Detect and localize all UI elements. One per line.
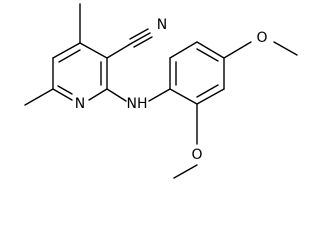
nitrile-n-label: N [157, 17, 167, 33]
molecule-canvas: N N NH O O [24, 3, 298, 179]
bond-c4-c3 [79, 42, 108, 59]
bond-c6-methyl [24, 88, 54, 106]
bond-n1-c6 [52, 88, 73, 101]
bond-c3-cn [106, 42, 133, 59]
bond-ar-c3-c4-inner [196, 48, 219, 62]
bond-ar-c3-c4 [196, 41, 225, 59]
bond-ar-c5-c6 [196, 88, 225, 105]
bond-nitrile-triple-2 [129, 28, 149, 40]
bond-nitrile-triple-1 [131, 32, 151, 44]
methoxy-top-o-label: O [256, 30, 267, 46]
bond-c2-nh [106, 88, 127, 102]
bond-o-me-top [273, 41, 298, 56]
chemical-structure-diagram: N N NH O O [24, 3, 298, 179]
bond-o-me-bottom [173, 164, 198, 179]
amine-nh-label: NH [127, 96, 148, 112]
bond-ar-c6-c1 [169, 88, 198, 105]
bond-c5-c4-inner [58, 49, 81, 63]
bond-c2-n1 [88, 88, 108, 101]
bond-ar-c5-c6-inner [196, 84, 219, 98]
bond-n1-c6-inner [57, 85, 73, 95]
bond-ar-c2-c3 [169, 41, 198, 59]
bond-c5-c4 [52, 42, 81, 59]
methoxy-bottom-o-label: O [191, 147, 202, 163]
bond-ar-o-top [223, 41, 252, 59]
bond-nh-aryl [148, 88, 171, 102]
pyridine-n-label: N [75, 96, 85, 112]
bond-nitrile-triple-3 [133, 36, 153, 48]
